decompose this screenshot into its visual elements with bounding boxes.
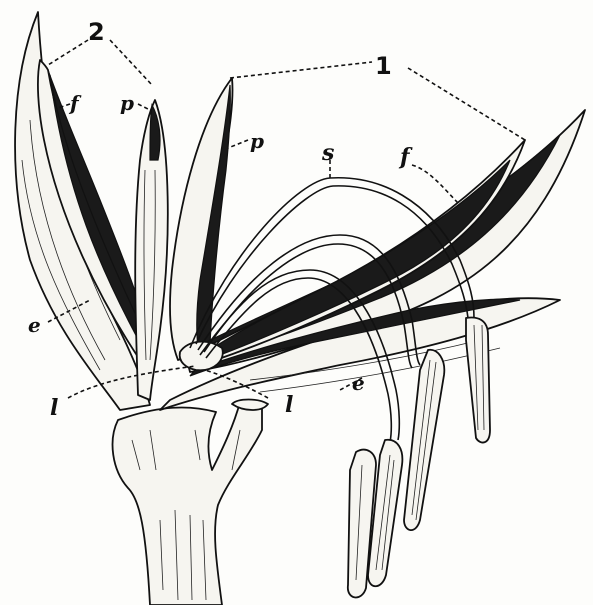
petal-p-center [170,78,233,360]
label-l-left: l [50,395,58,421]
label-1: 1 [375,52,392,80]
label-f-left: f [68,91,82,115]
label-p-left: p [120,91,134,115]
petal-p-left [135,100,168,400]
label-s: s [321,140,334,166]
label-l-right: l [285,392,293,418]
label-p-right: p [250,129,264,153]
anther-2 [404,350,444,530]
label-2: 2 [88,18,105,46]
label-e-right: e [352,371,365,395]
stem [113,400,268,605]
leader-2 [48,40,152,85]
label-f-right: f [398,144,413,170]
label-e-left: e [28,313,41,337]
